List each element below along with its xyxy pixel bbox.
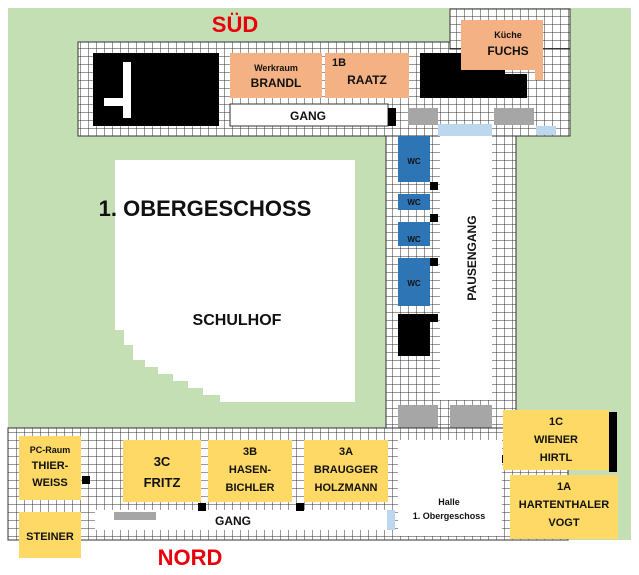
room-1b[interactable] bbox=[325, 53, 409, 98]
pc-label-3: WEISS bbox=[32, 477, 67, 489]
compass-north: NORD bbox=[158, 545, 223, 570]
wc-sep-2 bbox=[398, 210, 430, 222]
r1c-label-1: 1C bbox=[549, 416, 563, 428]
r1a-label-2: HARTENTHALER bbox=[519, 499, 609, 511]
north-door-5 bbox=[609, 412, 617, 472]
corridor-side-label: PAUSENGANG bbox=[465, 215, 479, 300]
black-block-west-mark2 bbox=[104, 98, 126, 106]
north-gray bbox=[114, 512, 156, 520]
south-door-1 bbox=[388, 108, 396, 126]
pc-label-1: PC-Raum bbox=[30, 445, 71, 455]
r3b-label-1: 3B bbox=[243, 446, 257, 458]
north-door-3 bbox=[296, 503, 304, 511]
black-block-east-2 bbox=[505, 74, 527, 98]
courtyard-area bbox=[115, 160, 355, 402]
kueche-extension bbox=[535, 70, 543, 80]
r3c-label-1: 3C bbox=[154, 454, 171, 469]
halle-label-1: Halle bbox=[438, 497, 460, 507]
room-pc[interactable] bbox=[19, 436, 81, 500]
pc-label-2: THIER- bbox=[32, 460, 69, 472]
steiner-label: STEINER bbox=[26, 531, 74, 543]
floor-title: 1. OBERGESCHOSS bbox=[99, 196, 312, 221]
wc-label-4: WC bbox=[407, 279, 421, 288]
east-black-block bbox=[398, 314, 430, 356]
south-gray-1 bbox=[408, 108, 438, 125]
compass-south: SÜD bbox=[212, 12, 258, 37]
r3a-label-3: HOLZMANN bbox=[315, 482, 378, 494]
east-door-1 bbox=[430, 182, 438, 190]
wc-label-2: WC bbox=[407, 198, 421, 207]
east-door-4 bbox=[430, 314, 438, 322]
kueche-label-2: FUCHS bbox=[487, 44, 528, 58]
r3a-label-2: BRAUGGER bbox=[314, 464, 378, 476]
room-3a[interactable] bbox=[304, 440, 388, 502]
r1a-label-1: 1A bbox=[557, 481, 571, 493]
wc-sep-3 bbox=[398, 246, 430, 258]
room-1c[interactable] bbox=[503, 410, 609, 470]
wc-label-1: WC bbox=[407, 157, 421, 166]
wc-label-3: WC bbox=[407, 235, 421, 244]
room-steiner[interactable] bbox=[19, 512, 81, 558]
corridor-north-label: GANG bbox=[215, 514, 251, 528]
room-werkraum[interactable] bbox=[230, 53, 322, 98]
north-window bbox=[387, 510, 395, 530]
r3c-label-2: FRITZ bbox=[144, 475, 181, 490]
wc-sep-1 bbox=[398, 182, 430, 194]
kueche-label-1: Küche bbox=[494, 30, 522, 40]
werkraum-label-1: Werkraum bbox=[254, 63, 298, 73]
r1c-label-3: HIRTL bbox=[540, 452, 573, 464]
pausengang-floor bbox=[440, 136, 492, 400]
east-window bbox=[438, 124, 492, 136]
north-door-1 bbox=[82, 476, 90, 484]
r3a-label-1: 3A bbox=[339, 446, 353, 458]
room-3b[interactable] bbox=[208, 440, 292, 502]
r1a-label-3: VOGT bbox=[548, 517, 579, 529]
east-door-2 bbox=[430, 214, 438, 222]
room-3c[interactable] bbox=[123, 440, 201, 502]
room-1a[interactable] bbox=[510, 475, 618, 539]
halle-label-2: 1. Obergeschoss bbox=[413, 511, 486, 521]
corridor-south-label: GANG bbox=[290, 109, 326, 123]
south-gray-2 bbox=[494, 108, 534, 125]
r1b-label-1: 1B bbox=[332, 57, 346, 69]
south-window-2 bbox=[536, 126, 556, 135]
r3b-label-2: HASEN- bbox=[229, 464, 272, 476]
r1b-label-2: RAATZ bbox=[347, 73, 387, 87]
r1c-label-2: WIENER bbox=[534, 434, 578, 446]
east-door-3 bbox=[430, 258, 438, 266]
werkraum-label-2: BRANDL bbox=[251, 76, 302, 90]
room-kueche[interactable] bbox=[461, 20, 543, 70]
north-door-2 bbox=[198, 503, 206, 511]
black-block-west-mark bbox=[123, 62, 131, 118]
r3b-label-3: BICHLER bbox=[226, 482, 275, 494]
black-block-west bbox=[93, 53, 219, 126]
halle-floor bbox=[398, 440, 502, 536]
north-gang-floor bbox=[95, 510, 387, 530]
courtyard-label: SCHULHOF bbox=[193, 312, 282, 329]
